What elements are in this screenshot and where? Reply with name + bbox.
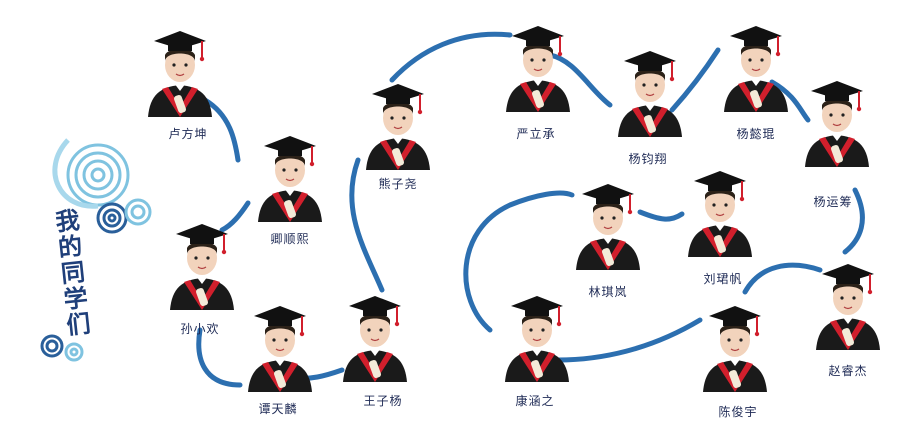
graduate-photo-sun-xiaohuan — [170, 224, 234, 310]
student-name-kang-hanzhi: 康涵之 — [515, 394, 555, 408]
graduate-photo-liu-junfan — [688, 171, 752, 257]
student-name-chen-junyu: 陈俊宇 — [718, 405, 758, 419]
student-name-lin-qilan: 林琪岚 — [588, 285, 628, 299]
graduate-photo-xiong-ziyao — [366, 84, 430, 170]
student-name-xiong-ziyao: 熊子尧 — [378, 177, 418, 191]
graduate-photo-lu-fangkun — [148, 31, 212, 117]
student-name-sun-xiaohuan: 孙小欢 — [180, 322, 220, 336]
student-name-yan-licheng: 严立承 — [516, 127, 556, 141]
student-name-yang-yikun: 杨懿琨 — [736, 127, 776, 141]
graduate-photo-wang-ziyang — [343, 296, 407, 382]
graduate-photo-lin-qilan — [576, 184, 640, 270]
student-name-yang-junxiang: 杨钧翔 — [628, 152, 668, 166]
student-name-qing-shunxi: 卿顺熙 — [270, 232, 310, 246]
graduate-photo-yan-licheng — [506, 26, 570, 112]
graduate-photo-chen-junyu — [703, 306, 767, 392]
graduate-photo-yang-yunchou — [805, 81, 869, 167]
student-name-zhao-ruijie: 赵睿杰 — [828, 364, 868, 378]
graduate-photo-kang-hanzhi — [505, 296, 569, 382]
student-name-wang-ziyang: 王子杨 — [363, 394, 403, 408]
graduate-photo-yang-yikun — [724, 26, 788, 112]
connector-paths — [196, 31, 865, 388]
graduate-photo-yang-junxiang — [618, 51, 682, 137]
student-name-lu-fangkun: 卢方坤 — [168, 127, 208, 141]
swirl-decoration — [40, 138, 152, 362]
student-name-yang-yunchou: 杨运筹 — [813, 195, 853, 209]
graduate-photo-qing-shunxi — [258, 136, 322, 222]
graduate-photo-tan-tianlin — [248, 306, 312, 392]
student-name-liu-junfan: 刘珺帆 — [703, 272, 743, 286]
student-name-tan-tianlin: 谭天麟 — [258, 402, 298, 416]
graduate-photo-zhao-ruijie — [816, 264, 880, 350]
